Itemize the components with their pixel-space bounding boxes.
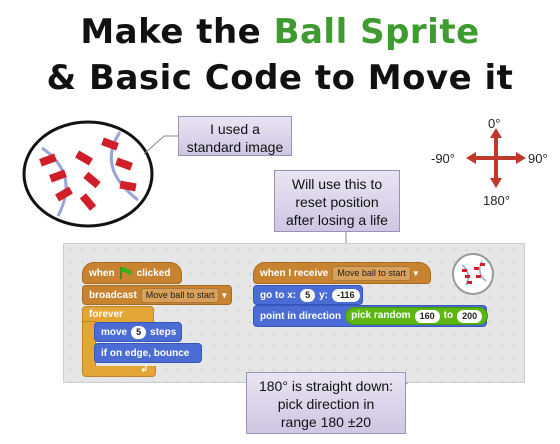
baseball-thumbnail-icon: [461, 260, 487, 286]
random-min-input[interactable]: 160: [414, 309, 440, 323]
chevron-down-icon[interactable]: ▼: [220, 290, 229, 300]
green-flag-icon: [119, 267, 132, 279]
block-label: broadcast: [89, 289, 137, 301]
title-line-1: Make the Ball Sprite: [0, 12, 560, 52]
block-label: forever: [89, 309, 123, 320]
chevron-down-icon[interactable]: ▼: [411, 268, 420, 278]
callout-standard-image: I used a standard image: [178, 116, 292, 156]
callout-text: I used a: [210, 121, 260, 137]
block-label: y:: [319, 289, 329, 301]
block-label: if on edge, bounce: [101, 347, 190, 359]
compass-up-label: 0°: [488, 116, 501, 131]
direction-compass-icon: [466, 128, 526, 188]
point-in-direction-block[interactable]: point in direction pick random 160 to 20…: [253, 305, 489, 327]
forever-block-bottom: [82, 366, 156, 377]
pick-random-block[interactable]: pick random 160 to 200: [345, 307, 489, 325]
compass-down-label: 180°: [483, 193, 510, 208]
callout-text: range 180 ±20: [280, 414, 372, 430]
title-prefix: Make the: [80, 12, 274, 52]
callout-reset-position: Will use this to reset position after lo…: [274, 170, 400, 232]
callout-text: standard image: [186, 139, 284, 155]
ball-sprite-thumbnail[interactable]: [452, 253, 494, 295]
y-input[interactable]: -116: [332, 288, 360, 302]
compass-right-label: 90°: [528, 151, 548, 166]
bounce-block[interactable]: if on edge, bounce: [94, 343, 202, 363]
broadcast-message-dropdown[interactable]: Move ball to start: [140, 287, 220, 303]
callout-direction-range: 180° is straight down: pick direction in…: [246, 372, 406, 434]
baseball-sprite-icon: [22, 120, 154, 228]
loop-arrow-icon: ↲: [140, 364, 149, 375]
when-flag-clicked-block[interactable]: when clicked: [82, 262, 182, 284]
when-i-receive-block[interactable]: when I receive Move ball to start ▼: [253, 262, 431, 284]
callout-text: after losing a life: [286, 212, 388, 228]
title-line-2: & Basic Code to Move it: [46, 58, 514, 98]
callout-text: reset position: [295, 194, 379, 210]
x-input[interactable]: 5: [300, 288, 316, 302]
block-label: go to x:: [260, 289, 297, 301]
random-max-input[interactable]: 200: [457, 309, 483, 323]
receive-message-dropdown[interactable]: Move ball to start: [332, 265, 411, 281]
block-label: when: [89, 267, 115, 279]
broadcast-block[interactable]: broadcast Move ball to start ▼: [82, 285, 232, 305]
block-label: move: [101, 326, 128, 338]
callout-text: 180° is straight down:: [258, 378, 393, 394]
block-label: point in direction: [260, 310, 342, 322]
block-label: clicked: [136, 267, 171, 279]
go-to-xy-block[interactable]: go to x: 5 y: -116: [253, 285, 363, 305]
move-steps-input[interactable]: 5: [131, 325, 147, 339]
block-label: to: [443, 310, 454, 321]
callout-text: Will use this to: [291, 176, 383, 192]
block-label: when I receive: [260, 267, 329, 279]
compass-left-label: -90°: [431, 151, 455, 166]
move-steps-block[interactable]: move 5 steps: [94, 322, 182, 342]
block-label: steps: [150, 326, 177, 338]
title-highlight: Ball Sprite: [273, 12, 480, 52]
forever-block[interactable]: forever: [82, 306, 154, 322]
callout-text: pick direction in: [277, 396, 375, 412]
block-label: pick random: [351, 310, 411, 321]
